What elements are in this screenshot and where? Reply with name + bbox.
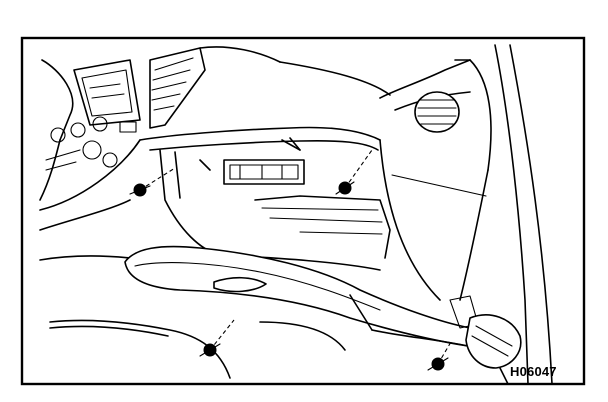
door-pillar <box>379 44 553 385</box>
frame-border <box>20 36 586 386</box>
audio-control-panel <box>39 116 141 261</box>
figure-code: H06047 <box>510 364 557 379</box>
side-vent <box>379 59 492 171</box>
screw-lower-right <box>427 329 459 371</box>
wire-harness-connector <box>465 314 522 385</box>
screw-lower-left <box>199 319 235 357</box>
lower-trim-panel <box>49 319 346 379</box>
center-console-panel <box>39 46 281 201</box>
screw-upper-left <box>129 167 176 197</box>
dashboard-upper-edge <box>139 61 391 151</box>
screw-upper-right <box>335 149 373 195</box>
